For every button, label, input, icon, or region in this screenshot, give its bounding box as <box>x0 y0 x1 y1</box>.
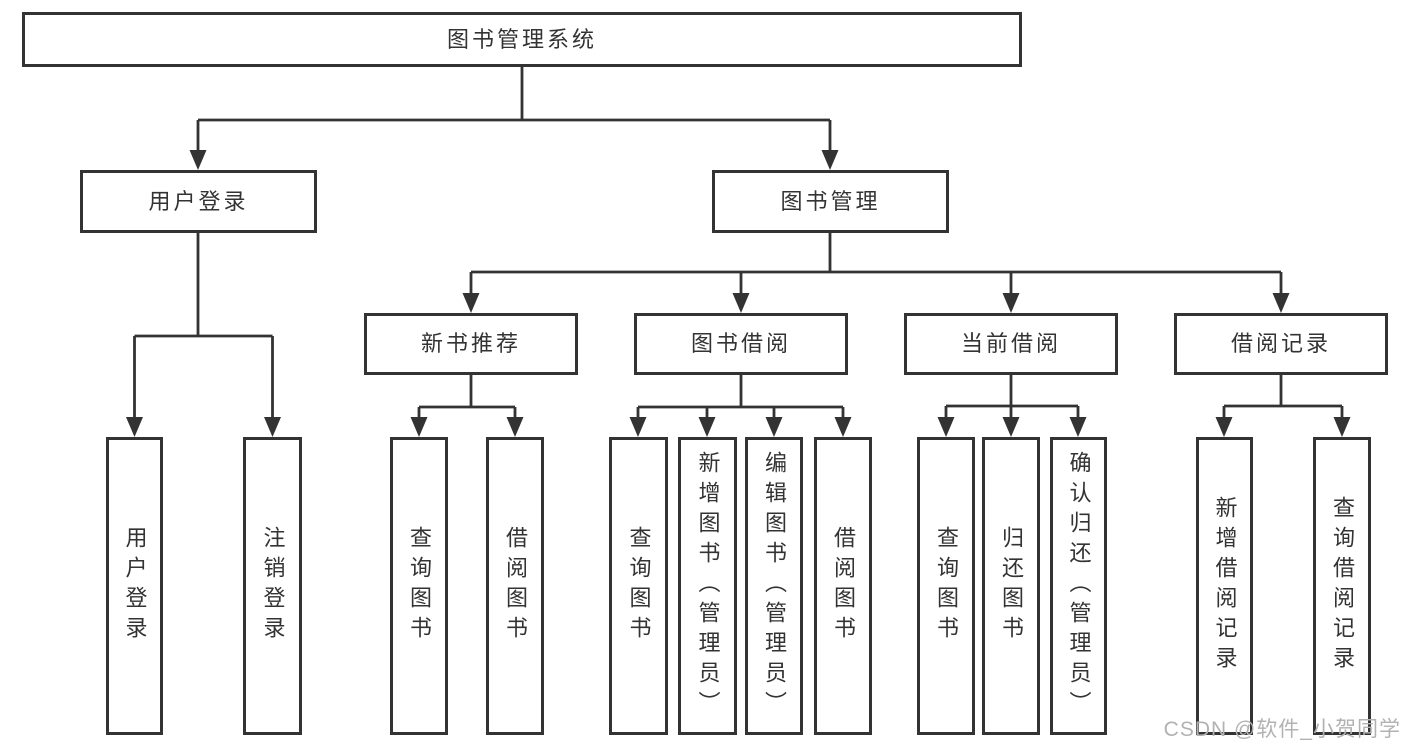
node-book-borrowing: 图书借阅 <box>634 313 848 375</box>
csdn-watermark: CSDN @软件_小贺同学 <box>1163 718 1401 741</box>
node-new-book-recommendation: 新书推荐 <box>364 313 578 375</box>
node-borrowing-records: 借阅记录 <box>1174 313 1388 375</box>
leaf-bb-borrow-books: 借阅图书 <box>814 437 872 735</box>
leaf-cb-return-books: 归还图书 <box>982 437 1040 735</box>
leaf-br-query-record: 查询借阅记录 <box>1313 437 1371 735</box>
leaf-user-login: 用户登录 <box>106 437 163 735</box>
leaf-cb-confirm-return-admin: 确认归还（管理员） <box>1050 437 1107 735</box>
node-library-management-system: 图书管理系统 <box>22 12 1022 67</box>
node-book-management: 图书管理 <box>712 170 949 233</box>
leaf-br-add-record: 新增借阅记录 <box>1196 437 1253 735</box>
tree-edges <box>133 67 1344 421</box>
leaf-nbr-borrow-books: 借阅图书 <box>486 437 544 735</box>
leaf-bb-query-books: 查询图书 <box>609 437 668 735</box>
node-current-borrowing: 当前借阅 <box>904 313 1118 375</box>
node-user-login: 用户登录 <box>80 170 317 233</box>
leaf-logout: 注销登录 <box>243 437 302 735</box>
leaf-bb-edit-books-admin: 编辑图书（管理员） <box>745 437 803 735</box>
leaf-nbr-query-books: 查询图书 <box>390 437 448 735</box>
arrowheads <box>126 150 1351 437</box>
leaf-cb-query-books: 查询图书 <box>917 437 975 735</box>
leaf-bb-add-books-admin: 新增图书（管理员） <box>678 437 737 735</box>
